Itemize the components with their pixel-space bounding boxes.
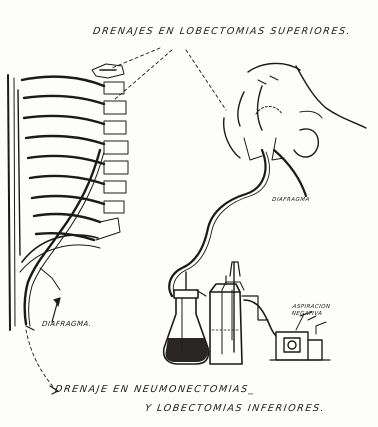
caption-drenaje-neumonectomias: DRENAJE EN NEUMONECTOMIAS_ <box>54 384 256 395</box>
pointer-bottom-caption <box>26 330 58 394</box>
diaphragm-left-curve <box>20 235 100 272</box>
pointer-diafragma-left <box>52 298 60 322</box>
suction-pump <box>270 322 330 360</box>
spine-column <box>8 75 20 330</box>
label-aspiracion-negativa: ASPIRACION NEGATIVA <box>291 304 353 318</box>
title-drenajes-lobectomias-superiores: DRENAJES EN LOBECTOMIAS SUPERIORES. <box>92 26 352 37</box>
caption-lobectomias-inferiores: Y LOBECTOMIAS INFERIORES. <box>144 403 326 414</box>
incision-markers <box>244 107 284 161</box>
water-seal-bottle <box>210 276 242 364</box>
drainage-tubing <box>169 150 306 298</box>
costal-cartilage <box>96 82 128 240</box>
pointer-lines-top <box>112 48 226 110</box>
patient-figure <box>224 63 366 158</box>
apex-marker <box>92 64 124 78</box>
label-diafragma-right: DIAFRAGMA <box>272 197 310 203</box>
rib-cage <box>22 77 104 240</box>
label-diafragma-left: DIAFRAGMA. <box>41 320 92 328</box>
collection-flask <box>164 272 209 364</box>
